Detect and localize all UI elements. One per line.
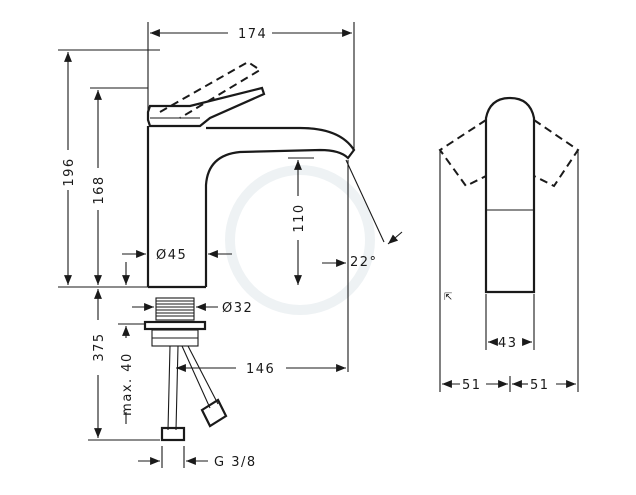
dim-overall-width: 174 (238, 27, 267, 42)
front-body (484, 96, 536, 294)
dim-lever-swing-left: 51 (462, 378, 482, 393)
threaded-shank (155, 297, 195, 321)
lever-swing-right (533, 119, 580, 188)
dim-spout-height: 110 (292, 203, 307, 232)
mounting-plate (143, 320, 207, 331)
hose-connector-right (200, 398, 228, 428)
hose-connector-left (160, 426, 186, 442)
dim-connection-thread: G 3/8 (214, 455, 257, 470)
dim-lever-height: 168 (92, 175, 107, 204)
dim-max-counter-thickness: max. 40 (120, 352, 135, 416)
lever (146, 86, 266, 128)
hose-left (167, 345, 179, 431)
dim-overall-height: 196 (62, 157, 77, 186)
faucet-side-view (143, 60, 356, 442)
hose-right (181, 345, 219, 409)
watermark (225, 165, 375, 315)
dim-spout-angle: 22° (350, 255, 378, 270)
faucet-body (146, 126, 356, 287)
lever-open-position (159, 60, 262, 119)
dim-below-counter: 375 (92, 332, 107, 361)
faucet-front-view: ⇱ (438, 96, 580, 303)
dim-spout-reach: 146 (246, 362, 275, 377)
lever-swing-left (438, 119, 487, 188)
dim-lever-swing-right: 51 (530, 378, 550, 393)
dim-body-diameter: Ø45 (156, 248, 187, 263)
cursor-glyph: ⇱ (444, 292, 454, 303)
dim-shank-diameter: Ø32 (222, 301, 253, 316)
dim-front-width: 43 (498, 336, 518, 351)
